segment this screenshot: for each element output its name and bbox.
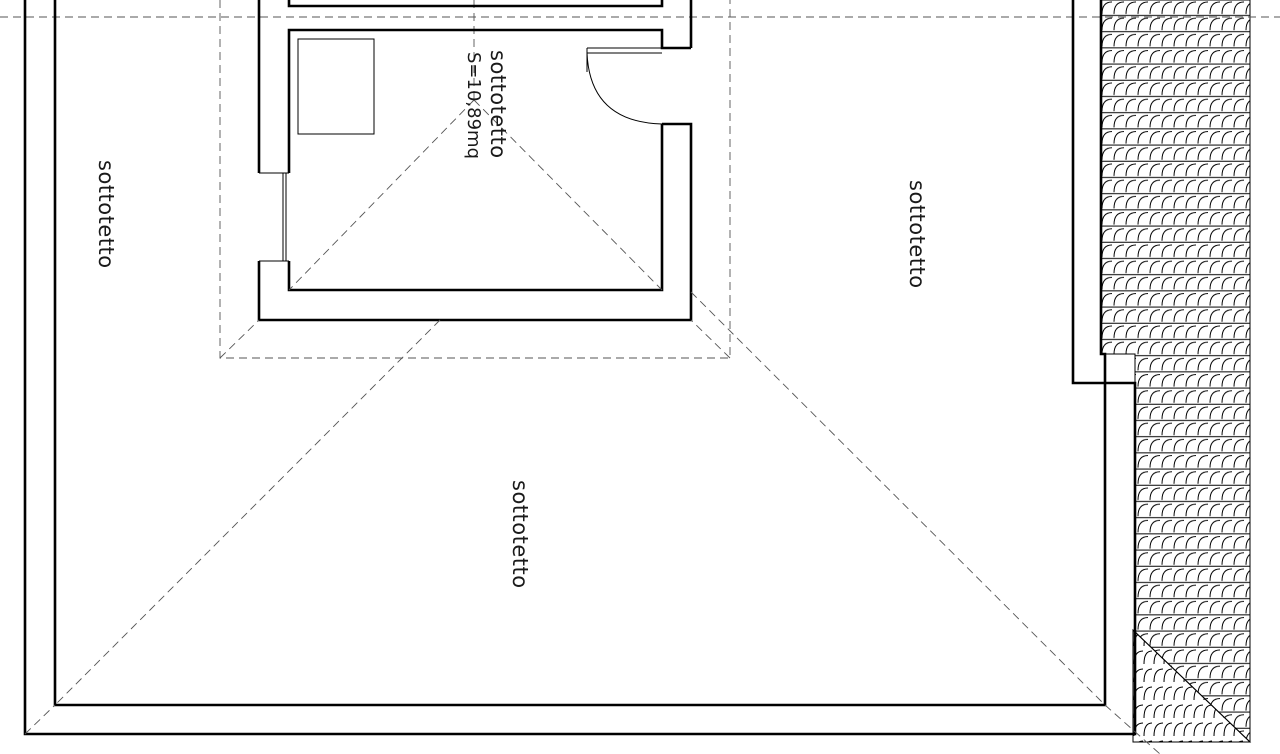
- inner-room-walls: [257, 0, 693, 322]
- room-label-left: sottotetto: [94, 160, 118, 269]
- dashed-roof-projection: [219, 0, 731, 359]
- room-label-center: sottotetto: [508, 480, 532, 589]
- room-label-top: sottotetto: [486, 50, 510, 159]
- room-label-right: sottotetto: [905, 180, 929, 289]
- outer-walls: [23, 0, 1137, 736]
- room-area-label: S=10,89mq: [463, 52, 484, 159]
- roof-tile-hatch: [1100, 0, 1252, 743]
- dashed-roof-hips: [24, 291, 1161, 754]
- skylight-box: [297, 38, 375, 135]
- door-icon: [586, 47, 663, 125]
